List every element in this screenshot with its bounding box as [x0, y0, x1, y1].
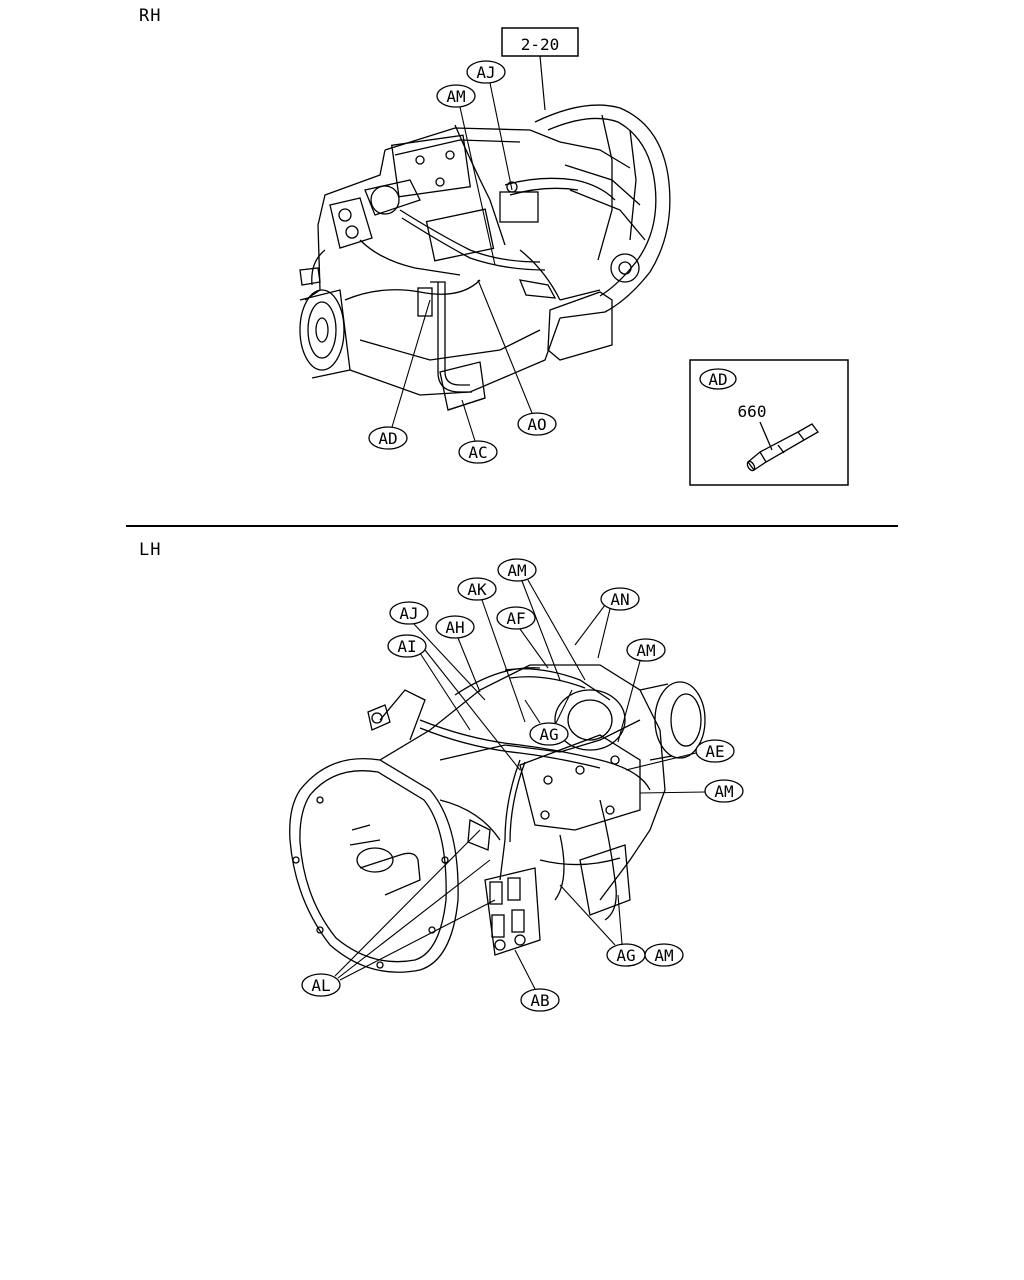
- rh-callout-ao: AO: [477, 279, 557, 436]
- inset-part-number: 660: [738, 402, 767, 421]
- svg-text:AH: AH: [445, 618, 464, 637]
- svg-text:AJ: AJ: [399, 604, 418, 623]
- ref-box-text: 2-20: [521, 35, 560, 54]
- svg-text:AB: AB: [530, 991, 549, 1010]
- svg-text:AM: AM: [714, 782, 733, 801]
- svg-text:AC: AC: [468, 443, 487, 462]
- svg-text:AM: AM: [654, 946, 673, 965]
- svg-text:AG: AG: [616, 946, 635, 965]
- lh-callout-am-bottom: AM: [644, 943, 684, 967]
- svg-text:AG: AG: [539, 725, 558, 744]
- inset-callout-ad: AD: [699, 368, 737, 390]
- svg-text:AK: AK: [467, 580, 487, 599]
- rh-transmission-drawing: [299, 104, 671, 411]
- lh-callout-ab: AB: [514, 949, 560, 1012]
- lh-callout-aj: AJ: [389, 601, 486, 701]
- lh-callout-am-top: AM: [497, 558, 586, 681]
- inset-frame: [689, 359, 849, 486]
- lh-callout-ah: AH: [435, 615, 481, 693]
- svg-text:AI: AI: [397, 637, 416, 656]
- lh-callout-af: AF: [496, 606, 549, 669]
- lh-callout-ak: AK: [457, 577, 526, 723]
- svg-text:AM: AM: [636, 641, 655, 660]
- svg-text:AM: AM: [507, 561, 526, 580]
- rh-callout-ad: AD: [368, 299, 431, 450]
- svg-text:AN: AN: [610, 590, 629, 609]
- svg-text:AD: AD: [378, 429, 397, 448]
- rh-callout-am: AM: [436, 84, 496, 266]
- inset-fitting-drawing: [746, 421, 819, 472]
- ref-box-leader: [539, 55, 546, 111]
- svg-text:AO: AO: [527, 415, 546, 434]
- lh-callout-ae: AE: [625, 739, 735, 771]
- rh-callout-aj: AJ: [466, 60, 513, 191]
- rh-callout-ac: AC: [458, 399, 498, 464]
- section-label-rh: RH: [139, 6, 162, 26]
- svg-text:AM: AM: [446, 87, 465, 106]
- lh-callout-an: AN: [574, 587, 640, 659]
- svg-text:AF: AF: [506, 609, 525, 628]
- lh-callout-ag-top: AG: [524, 689, 573, 746]
- section-label-lh: LH: [139, 540, 162, 560]
- lh-callout-al: AL: [301, 829, 496, 997]
- svg-text:AE: AE: [705, 742, 724, 761]
- svg-text:AJ: AJ: [476, 63, 495, 82]
- lh-callout-ai: AI: [387, 634, 521, 771]
- lh-transmission-drawing: [289, 664, 706, 973]
- svg-text:AD: AD: [708, 370, 727, 389]
- svg-text:AL: AL: [311, 976, 330, 995]
- lh-callout-am-side: AM: [639, 779, 744, 803]
- lh-callout-am-right: AM: [617, 638, 666, 743]
